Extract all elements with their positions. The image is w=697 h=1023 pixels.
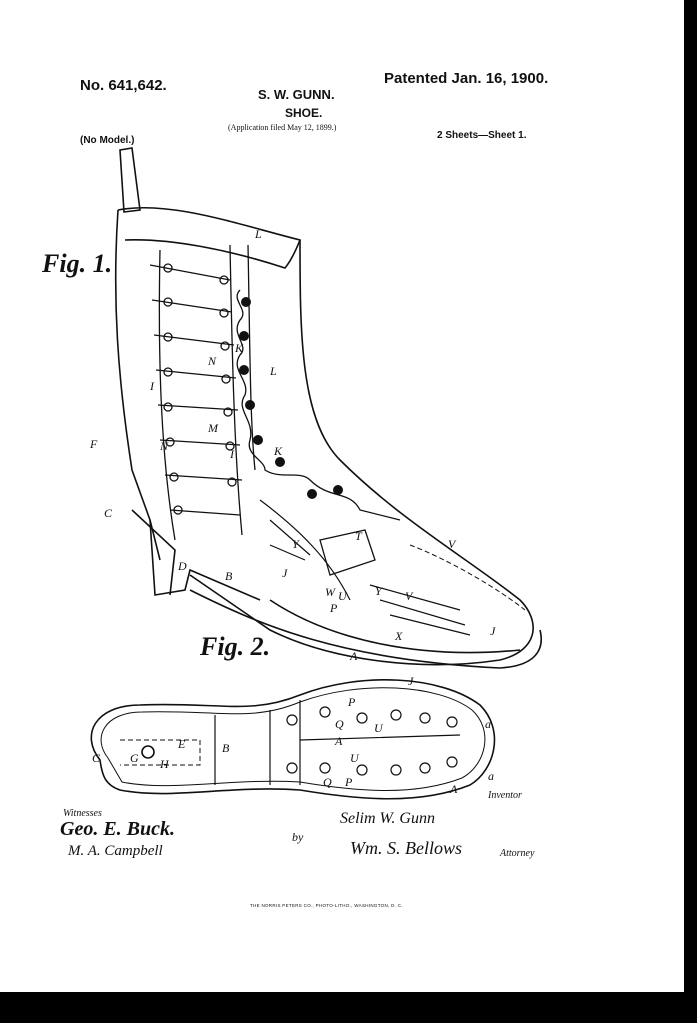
ref-letter: E — [177, 737, 186, 751]
ref-letter: F — [89, 437, 98, 451]
patent-title: SHOE. — [285, 106, 323, 120]
ref-letter: G — [130, 751, 139, 765]
patent-date: Patented Jan. 16, 1900. — [384, 70, 549, 87]
patent-number: No. 641,642. — [80, 77, 167, 94]
attorney-label: Attorney — [500, 848, 535, 859]
ref-letter: L — [254, 227, 262, 241]
fig1-reference-letters: L K N L I M F N I K C D B T Y J V W U P … — [89, 227, 496, 663]
ref-letter: P — [347, 695, 356, 709]
ref-letter: V — [448, 537, 457, 551]
ref-letter: B — [222, 741, 230, 755]
witness-signature-2: M. A. Campbell — [68, 843, 163, 859]
ref-letter: A — [449, 782, 458, 796]
ref-letter: I — [149, 379, 155, 393]
ref-letter: J — [282, 566, 288, 580]
inventor-signature: Selim W. Gunn — [340, 810, 435, 827]
printer-credit: THE NORRIS PETERS CO., PHOTO-LITHO., WAS… — [250, 903, 403, 908]
filing-date: (Application filed May 12, 1899.) — [228, 123, 337, 132]
inventor-label: Inventor — [488, 790, 522, 801]
ref-letter: Q — [335, 717, 344, 731]
witnesses-label: Witnesses — [63, 808, 102, 819]
sheet-count: 2 Sheets—Sheet 1. — [437, 130, 527, 141]
ref-letter: K — [273, 444, 283, 458]
model-note: (No Model.) — [80, 135, 135, 146]
witness-signature-1: Geo. E. Buck. — [60, 818, 175, 840]
scan-border-bottom — [0, 992, 697, 1023]
ref-letter: M — [207, 421, 219, 435]
ref-letter: C — [104, 506, 113, 520]
ref-letter: X — [394, 629, 403, 643]
ref-letter: H — [159, 757, 170, 771]
ref-letter: Q — [323, 775, 332, 789]
ref-letter: a — [488, 769, 494, 783]
ref-letter: T — [355, 529, 363, 543]
fig2-reference-letters: J P Q U a A C G E H B U Q P A a — [92, 674, 494, 796]
ref-letter: J — [490, 624, 496, 638]
ref-letter: Y — [375, 584, 383, 598]
ref-letter: K — [234, 341, 244, 355]
by-label: by — [292, 830, 304, 844]
fig2-label: Fig. 2. — [199, 632, 270, 661]
ref-letter: A — [349, 649, 358, 663]
ref-letter: a — [485, 717, 491, 731]
ref-letter: C — [92, 751, 101, 765]
fig1-boot-drawing — [114, 147, 542, 669]
inventor-name: S. W. GUNN. — [258, 87, 335, 102]
attorney-signature: Wm. S. Bellows — [350, 838, 462, 858]
ref-letter: U — [350, 751, 360, 765]
ref-letter: U — [374, 721, 384, 735]
ref-letter: P — [344, 775, 353, 789]
fig1-label: Fig. 1. — [41, 249, 112, 278]
ref-letter: V — [405, 589, 414, 603]
ref-letter: A — [334, 734, 343, 748]
ref-letter: N — [207, 354, 217, 368]
ref-letter: B — [225, 569, 233, 583]
ref-letter: D — [177, 559, 187, 573]
scan-border-right — [684, 0, 697, 1023]
ref-letter: P — [329, 601, 338, 615]
ref-letter: U — [338, 589, 348, 603]
ref-letter: J — [408, 674, 414, 688]
ref-letter: Y — [292, 537, 300, 551]
ref-letter: I — [229, 447, 235, 461]
ref-letter: L — [269, 364, 277, 378]
ref-letter: N — [159, 439, 169, 453]
fig2-sole-drawing — [90, 679, 496, 800]
ref-letter: W — [325, 585, 336, 599]
